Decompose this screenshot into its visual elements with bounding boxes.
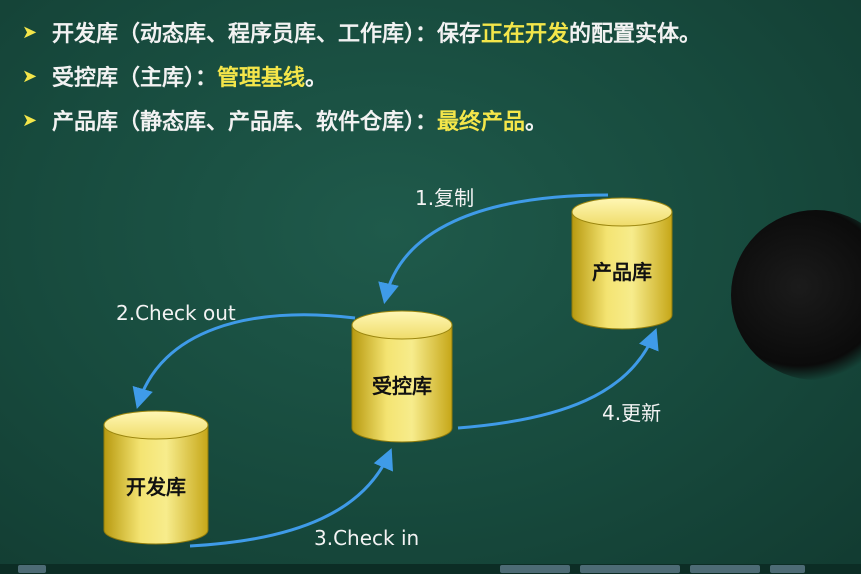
bullet-highlight: 最终产品 [437,110,526,135]
bullet-list: ➤ 开发库（动态库、程序员库、工作库）：保存正在开发的配置实体。 ➤ 受控库（主… [22,10,852,142]
toolbar-button[interactable] [580,565,680,573]
product-database-icon: 产品库 [571,197,673,330]
copy-label: 1.复制 [415,186,474,210]
bullet-arrow-icon: ➤ [22,109,38,131]
checkin-label: 3.Check in [314,526,419,550]
checkin-arrow [189,448,393,548]
update-label: 4.更新 [602,401,661,425]
bullet-text: 产品库（静态库、产品库、软件仓库）： [52,110,438,135]
bullet-product-library: ➤ 产品库（静态库、产品库、软件仓库）：最终产品。 [22,98,852,142]
bullet-suffix: 的配置实体。 [569,22,702,47]
dev-database-label: 开发库 [126,475,186,499]
dev-database-icon: 开发库 [103,410,209,545]
bullet-suffix: 。 [525,110,548,135]
update-arrow [457,328,659,430]
presenter-hand [731,210,861,380]
controlled-database-icon: 受控库 [351,310,453,443]
bullet-arrow-icon: ➤ [22,65,38,87]
bullet-highlight: 管理基线 [217,66,306,91]
checkout-label: 2.Check out [116,301,236,325]
controlled-database-label: 受控库 [372,374,432,398]
toolbar-button[interactable] [18,565,46,573]
product-database-label: 产品库 [592,260,652,284]
copy-arrow [378,193,609,305]
toolbar-button[interactable] [770,565,805,573]
toolbar-button[interactable] [690,565,760,573]
bullet-text: 开发库（动态库、程序员库、工作库）：保存 [52,22,482,47]
bottom-toolbar [0,564,861,574]
bullet-arrow-icon: ➤ [22,21,38,43]
bullet-highlight: 正在开发 [481,22,570,47]
checkout-arrow [132,313,356,410]
bullet-controlled-library: ➤ 受控库（主库）：管理基线。 [22,54,852,98]
bullet-dev-library: ➤ 开发库（动态库、程序员库、工作库）：保存正在开发的配置实体。 [22,10,852,54]
bullet-text: 受控库（主库）： [52,66,218,91]
bullet-suffix: 。 [305,66,328,91]
toolbar-button[interactable] [500,565,570,573]
